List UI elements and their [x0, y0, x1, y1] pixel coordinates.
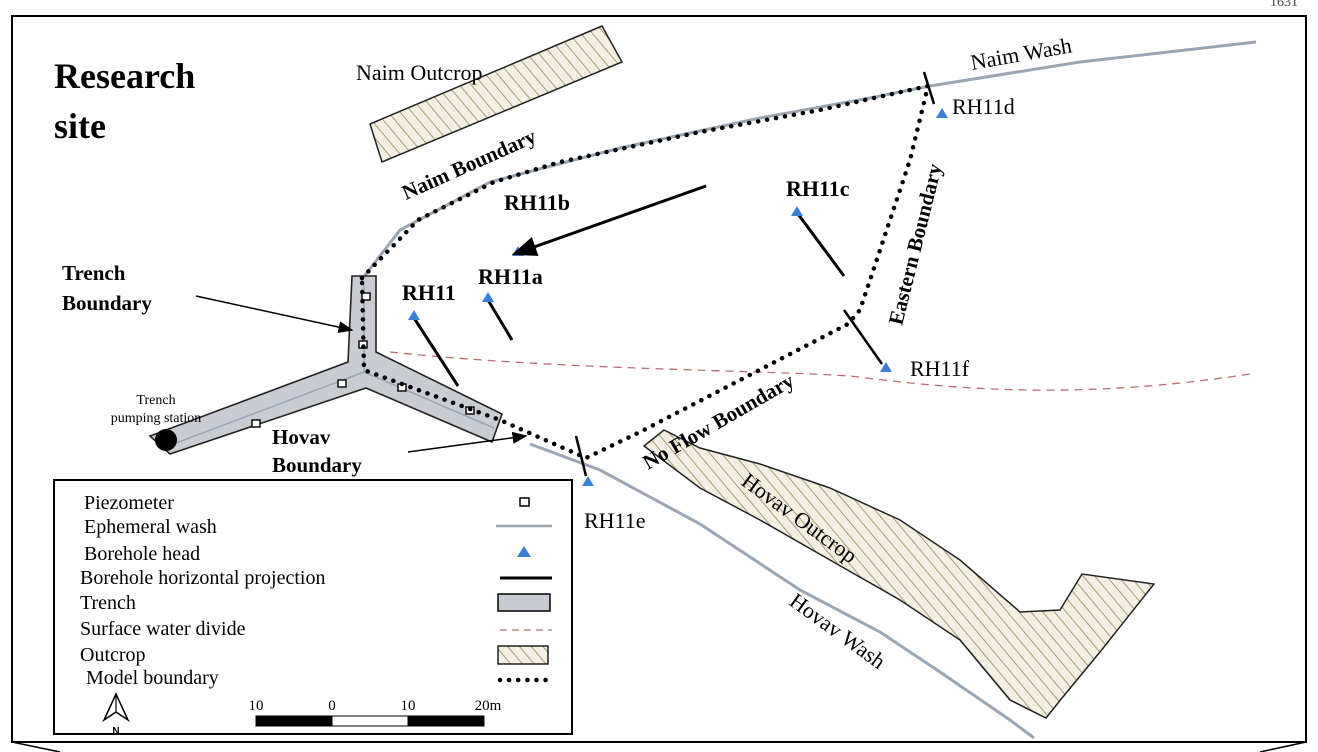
map-title-line2: site — [54, 106, 106, 146]
borehole-head-rh11c — [791, 206, 803, 216]
hovav-boundary-label-line2: Boundary — [272, 453, 362, 477]
frame-corner-right — [1259, 741, 1307, 752]
naim-wash — [350, 40, 1257, 293]
arrow-trench-boundary — [195, 295, 354, 333]
projection-rh11 — [412, 317, 460, 387]
legend-label-ephemeral-wash: Ephemeral wash — [84, 516, 217, 538]
borehole-head-rh11a — [482, 292, 494, 302]
legend-label-trench: Trench — [80, 592, 136, 614]
arrow-hovav-boundary — [407, 431, 528, 453]
hovav-outcrop — [642, 429, 1156, 719]
scale-bar-segment — [331, 715, 409, 727]
eastern-boundary-label: Eastern Boundary — [884, 161, 947, 327]
surface-water-divide — [389, 351, 1251, 391]
scale-label: 10 — [401, 698, 416, 714]
boundary-tick-rh11f — [842, 309, 884, 365]
trench-boundary-label-line1: Trench — [62, 261, 126, 285]
legend-trench-icon — [497, 593, 551, 612]
borehole-head-rh11e — [582, 476, 594, 486]
borehole-label-rh11c: RH11c — [786, 176, 850, 201]
legend-label-outcrop: Outcrop — [80, 644, 146, 666]
hovav-boundary-label-line1: Hovav — [272, 425, 331, 449]
boundary-tick-rh11e — [574, 435, 588, 477]
model-boundary — [359, 83, 932, 461]
frame-corner-left — [11, 741, 61, 752]
legend-label-piezometer: Piezometer — [84, 492, 174, 514]
legend-borehole-head-icon — [517, 546, 531, 557]
legend: Piezometer Ephemeral wash Borehole head … — [53, 479, 573, 737]
scale-bar-segment — [407, 715, 485, 727]
naim-outcrop-label: Naim Outcrop — [356, 60, 482, 85]
borehole-label-rh11d: RH11d — [952, 94, 1015, 119]
scale-bar: 10 0 10 20m — [249, 698, 502, 727]
projection-rh11a — [486, 299, 514, 341]
borehole-label-rh11a: RH11a — [478, 264, 543, 289]
piezometer-icon — [337, 379, 347, 388]
map-title-line1: Research — [54, 56, 195, 96]
legend-outcrop-icon — [497, 645, 549, 665]
scale-bar-segment — [255, 715, 333, 727]
legend-label-model-boundary: Model boundary — [86, 667, 219, 689]
north-label: N — [112, 726, 119, 737]
hovav-wash — [529, 442, 1035, 740]
borehole-label-rh11f: RH11f — [910, 356, 970, 381]
pumping-station-label-line2: pumping station — [111, 411, 202, 426]
boundary-tick-rh11d — [922, 71, 936, 105]
arrow-rh11b — [511, 184, 707, 256]
legend-label-borehole-projection: Borehole horizontal projection — [80, 567, 325, 589]
legend-label-water-divide: Surface water divide — [80, 618, 246, 640]
legend-box — [53, 479, 573, 735]
scale-label: 10 — [249, 698, 264, 714]
naim-outcrop — [369, 25, 624, 164]
pumping-station-icon — [155, 429, 177, 451]
scale-label: 0 — [328, 698, 336, 714]
trench — [148, 275, 503, 455]
piezometer-icon — [361, 292, 371, 301]
borehole-label-rh11: RH11 — [402, 280, 456, 305]
page-number: 1631 — [1270, 0, 1298, 10]
projection-rh11c — [796, 213, 846, 277]
borehole-head-rh11d — [936, 108, 948, 118]
borehole-label-rh11e: RH11e — [584, 508, 646, 533]
scale-label: 20m — [475, 698, 502, 714]
piezometer-icon — [251, 419, 261, 428]
naim-wash-label: Naim Wash — [969, 33, 1074, 75]
borehole-head-rh11 — [408, 310, 420, 320]
pumping-station-label-line1: Trench — [136, 393, 175, 408]
trench-boundary-label-line2: Boundary — [62, 291, 152, 315]
borehole-label-rh11b: RH11b — [504, 190, 570, 215]
legend-label-borehole-head: Borehole head — [84, 543, 200, 565]
legend-piezometer-icon — [519, 497, 530, 507]
map-frame — [11, 15, 1307, 743]
borehole-head-rh11f — [880, 362, 892, 372]
